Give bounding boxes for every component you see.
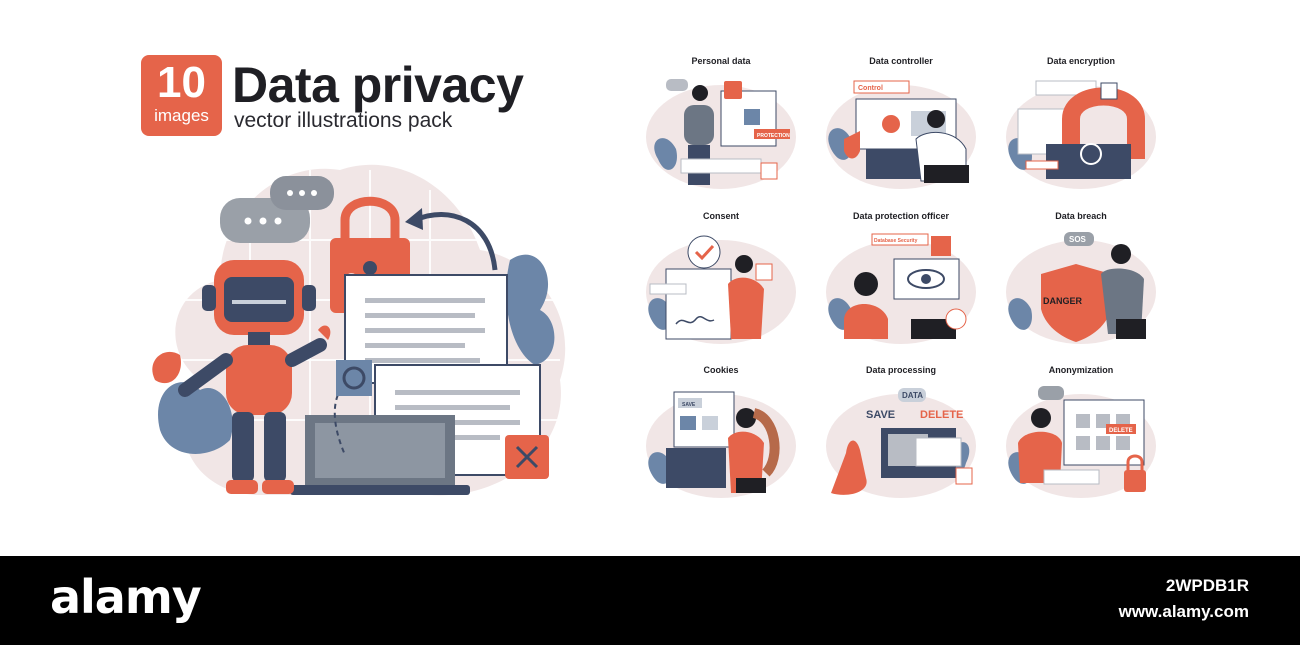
data-encryption-illustration bbox=[1006, 80, 1156, 189]
page-subtitle: vector illustrations pack bbox=[234, 109, 453, 132]
scene-label: Data protection officer bbox=[852, 211, 949, 221]
scene-personal-data: Personal data PROTECTION bbox=[636, 55, 806, 195]
count-badge: 10 images bbox=[141, 55, 222, 136]
scene-tag: DATA bbox=[902, 391, 923, 400]
scene-tag: PROTECTION bbox=[757, 133, 790, 139]
consent-illustration bbox=[646, 235, 796, 344]
scene-tag-2: SAVE bbox=[866, 409, 895, 421]
scene-tag: DELETE bbox=[1109, 428, 1133, 434]
scene-label: Data breach bbox=[1055, 211, 1107, 221]
scene-data-protection-officer: Data protection officer Database Securit… bbox=[816, 210, 986, 350]
scene-tag-3: DELETE bbox=[920, 409, 963, 421]
scene-data-breach: Data breach SOS DANGER bbox=[996, 210, 1166, 350]
data-controller-illustration: Control bbox=[826, 80, 976, 189]
hero-illustration: a bbox=[140, 150, 580, 510]
scene-label: Data processing bbox=[865, 365, 937, 375]
scene-cookies: Cookies SAVE bbox=[636, 364, 806, 504]
site-url: www.alamy.com bbox=[1118, 602, 1249, 621]
scene-tag: SAVE bbox=[682, 402, 696, 408]
scene-tag: Database Security bbox=[874, 238, 918, 244]
scene-tag: SOS bbox=[1069, 235, 1087, 244]
scene-label: Consent bbox=[703, 211, 739, 221]
scene-consent: Consent bbox=[636, 210, 806, 350]
watermark-bar: alamy 2WPDB1R www.alamy.com bbox=[0, 556, 1300, 645]
anonymization-illustration: DELETE bbox=[1006, 386, 1156, 498]
alamy-logo: alamy bbox=[50, 570, 202, 624]
scene-tag: Control bbox=[858, 85, 883, 92]
scene-tag-2: DANGER bbox=[1043, 296, 1083, 306]
data-breach-illustration: SOS DANGER bbox=[1006, 232, 1156, 344]
personal-data-illustration: PROTECTION bbox=[646, 79, 796, 189]
scene-label: Data controller bbox=[869, 56, 933, 66]
scene-data-processing: Data processing DATA SAVE DELETE bbox=[816, 364, 986, 504]
scene-data-controller: Data controller Control bbox=[816, 55, 986, 195]
cookies-illustration: SAVE bbox=[646, 391, 796, 498]
page-title: Data privacy bbox=[232, 57, 524, 113]
badge-number: 10 bbox=[157, 58, 206, 107]
scene-data-encryption: Data encryption bbox=[996, 55, 1166, 195]
hero-robot-illustration: a bbox=[152, 164, 566, 496]
scene-label: Anonymization bbox=[1048, 365, 1114, 375]
data-protection-officer-illustration: Database Security bbox=[826, 233, 976, 344]
scene-label: Data encryption bbox=[1046, 56, 1115, 66]
data-processing-illustration: DATA SAVE DELETE bbox=[826, 388, 976, 498]
scene-label: Personal data bbox=[691, 56, 751, 66]
badge-word: images bbox=[154, 106, 209, 125]
scene-anonymization: Anonymization DELETE bbox=[996, 364, 1166, 504]
scene-label: Cookies bbox=[703, 365, 739, 375]
image-id: 2WPDB1R bbox=[1165, 576, 1249, 595]
